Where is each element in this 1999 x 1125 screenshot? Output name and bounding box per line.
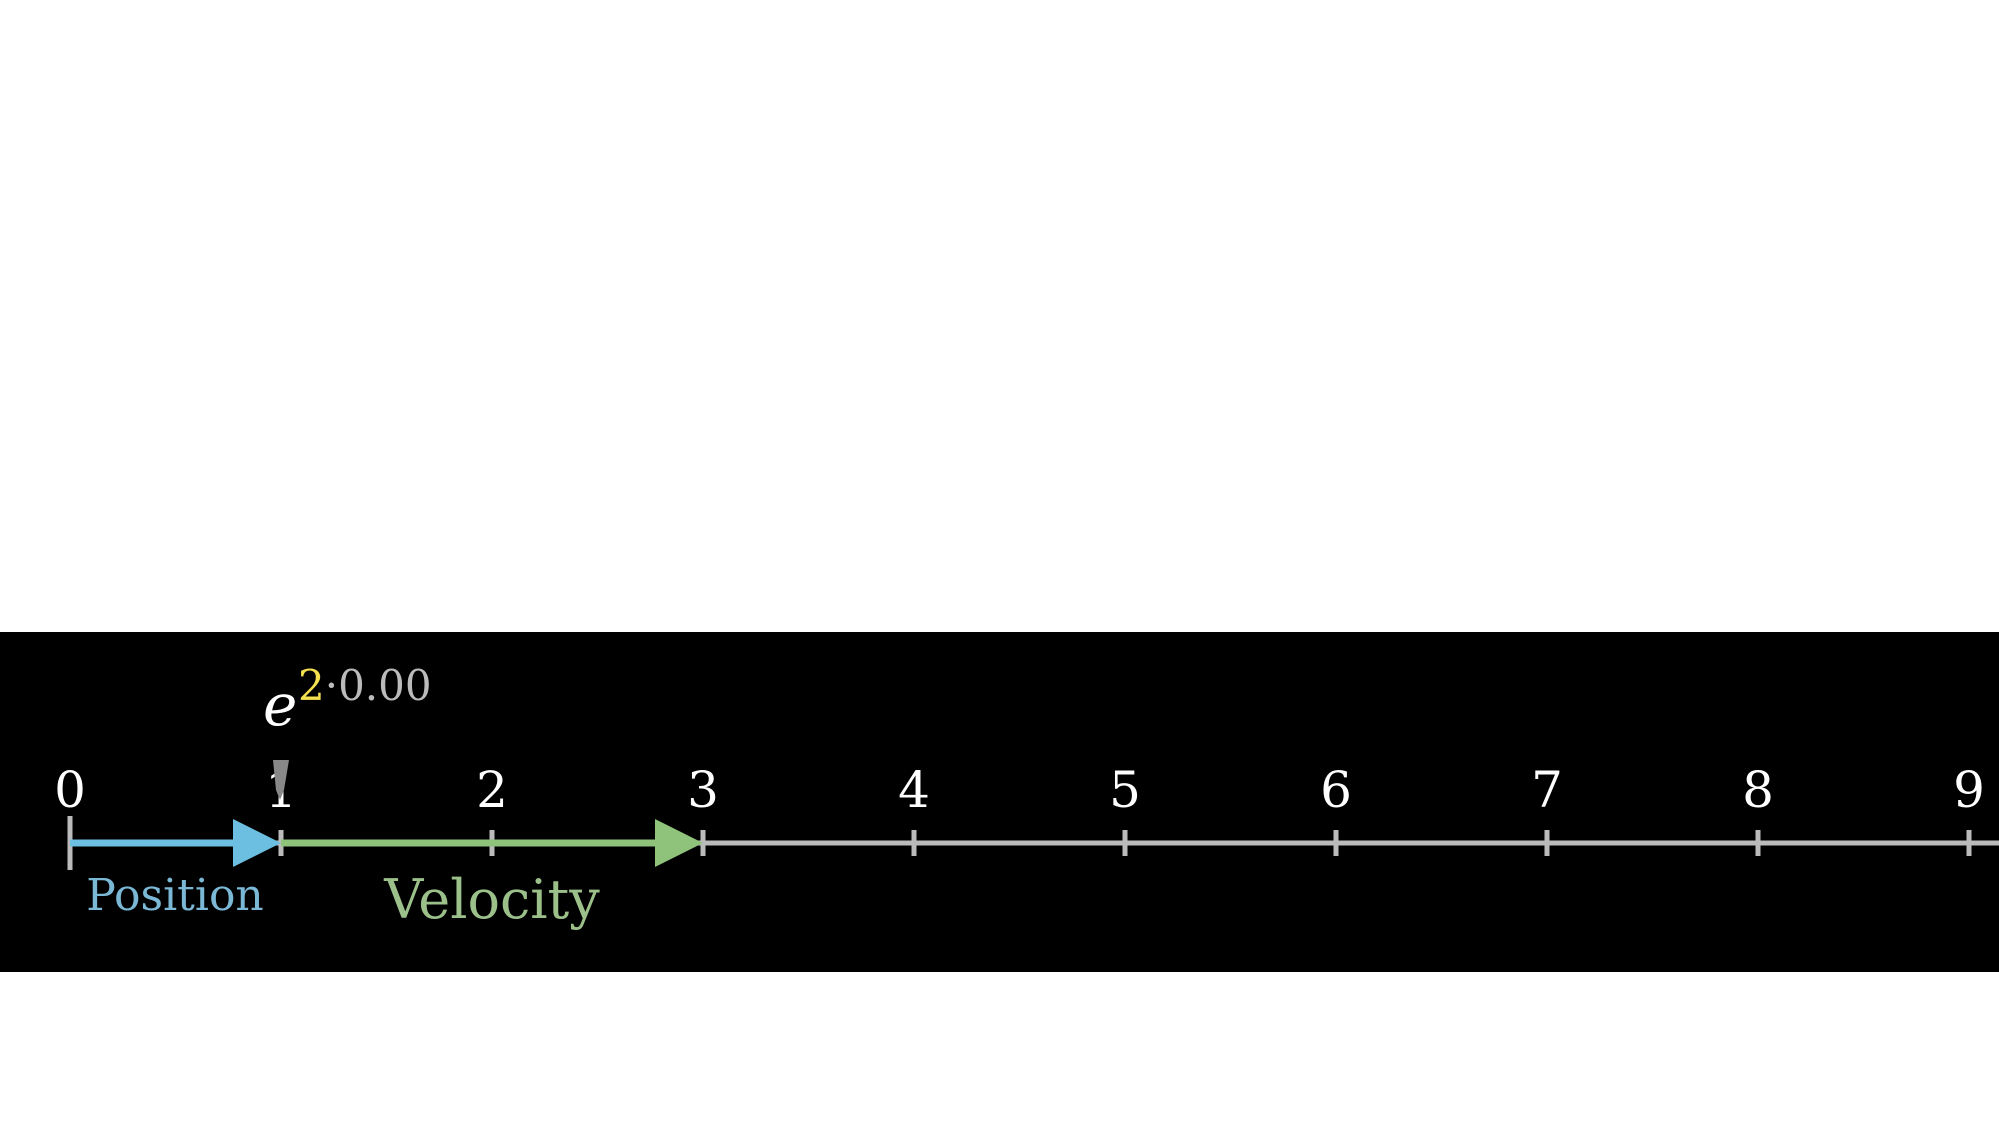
expression-base: e [263, 671, 297, 739]
position-vector [70, 819, 281, 867]
animation-band [0, 632, 1999, 972]
tick-labels: 0123456789 [54, 761, 1985, 819]
position-label: Position [86, 870, 264, 921]
tick-label-5: 5 [1109, 761, 1141, 819]
position-vector-arrowhead [233, 819, 281, 867]
tick-label-6: 6 [1320, 761, 1352, 819]
expression-rest: ·0.00 [325, 661, 432, 710]
tick-label-9: 9 [1953, 761, 1985, 819]
position-marker [273, 760, 289, 800]
expression-exponent: 2·0.00 [298, 661, 432, 710]
tick-label-4: 4 [898, 761, 930, 819]
tick-label-3: 3 [687, 761, 719, 819]
velocity-label: Velocity [383, 868, 600, 931]
velocity-vector [281, 819, 703, 867]
expression-rate: 2 [298, 661, 325, 710]
tick-label-7: 7 [1531, 761, 1563, 819]
velocity-vector-arrowhead [655, 819, 703, 867]
tick-label-2: 2 [476, 761, 508, 819]
tick-label-8: 8 [1742, 761, 1774, 819]
tick-label-0: 0 [54, 761, 86, 819]
